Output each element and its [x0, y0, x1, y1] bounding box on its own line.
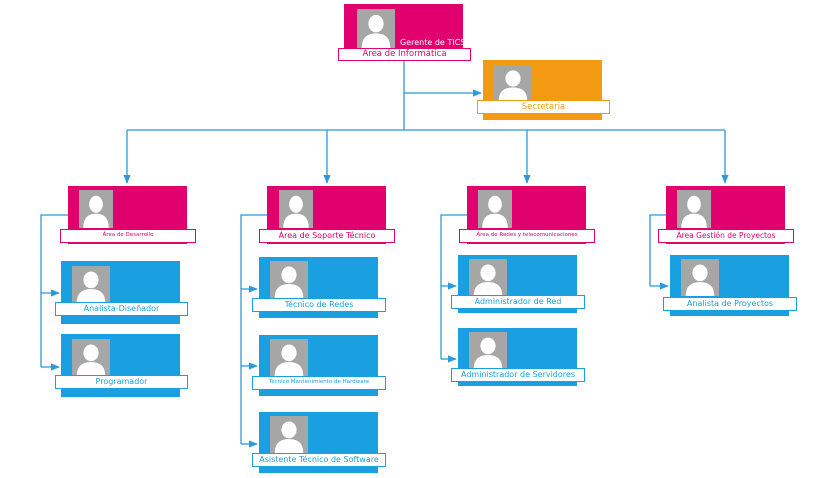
- dept-area-label: Área de Redes y telecomunicaciones: [459, 229, 595, 243]
- avatar-icon: [494, 65, 532, 101]
- child-area-label: Analista de Proyectos: [663, 297, 797, 311]
- connector-redes-spine: [440, 214, 467, 359]
- avatar-icon: [469, 332, 507, 369]
- root-area-label: Área de Informática: [338, 48, 471, 61]
- child-area-label: Asistente Técnico de Software: [252, 453, 386, 467]
- card-administrador-de-servidores[interactable]: Administrador de Servidores: [451, 328, 585, 390]
- child-area-label: Técnico Mantenimiento de Hardware: [252, 376, 386, 390]
- avatar-icon: [357, 9, 395, 48]
- dept-area-label: Área Gestión de Proyectos: [658, 229, 794, 243]
- card-area-redes-telecom[interactable]: Área de Redes y telecomunicaciones: [459, 186, 595, 246]
- child-area-label: Administrador de Servidores: [451, 368, 585, 382]
- connector-gestion-spine: [649, 214, 666, 286]
- card-asistente-tecnico-software[interactable]: Asistente Técnico de Software: [252, 412, 386, 476]
- avatar-icon: [270, 261, 308, 298]
- card-area-soporte-tecnico[interactable]: Área de Soporte Técnico: [259, 186, 395, 246]
- child-area-label: Analista-Diseñador: [55, 302, 188, 316]
- child-area-label: Programador: [55, 375, 188, 389]
- child-area-label: Administrador de Red: [451, 295, 585, 309]
- dept-area-label: Área de Desarrollo: [60, 229, 196, 243]
- avatar-icon: [478, 190, 512, 228]
- dept-area-label: Área de Soporte Técnico: [259, 229, 395, 243]
- avatar-icon: [270, 416, 308, 453]
- avatar-icon: [72, 266, 110, 303]
- card-tecnico-de-redes[interactable]: Técnico de Redes: [252, 257, 386, 321]
- connector-soporte-spine: [240, 214, 267, 444]
- card-tecnico-mantenimiento-hardware[interactable]: Técnico Mantenimiento de Hardware: [252, 335, 386, 399]
- card-administrador-de-red[interactable]: Administrador de Red: [451, 255, 585, 317]
- card-area-desarrollo[interactable]: Área de Desarrollo: [60, 186, 196, 246]
- avatar-icon: [677, 190, 711, 228]
- secretaria-area-label: Secretaria: [477, 100, 610, 114]
- card-area-gestion-proyectos[interactable]: Área Gestión de Proyectos: [658, 186, 794, 246]
- card-root[interactable]: Gerente de TICS Área de Informática: [338, 4, 471, 62]
- avatar-icon: [72, 339, 110, 376]
- avatar-icon: [681, 259, 719, 296]
- avatar-icon: [79, 190, 113, 228]
- child-area-label: Técnico de Redes: [252, 298, 386, 312]
- card-secretaria[interactable]: Secretaria: [477, 60, 610, 122]
- card-analista-disenador[interactable]: Analista-Diseñador: [55, 261, 188, 329]
- card-programador[interactable]: Programador: [55, 334, 188, 402]
- root-job-title: Gerente de TICS: [400, 38, 466, 47]
- avatar-icon: [270, 339, 308, 376]
- connector-desarrollo-spine: [40, 214, 68, 367]
- avatar-icon: [279, 190, 313, 228]
- card-analista-de-proyectos[interactable]: Analista de Proyectos: [663, 255, 797, 319]
- avatar-icon: [469, 259, 507, 296]
